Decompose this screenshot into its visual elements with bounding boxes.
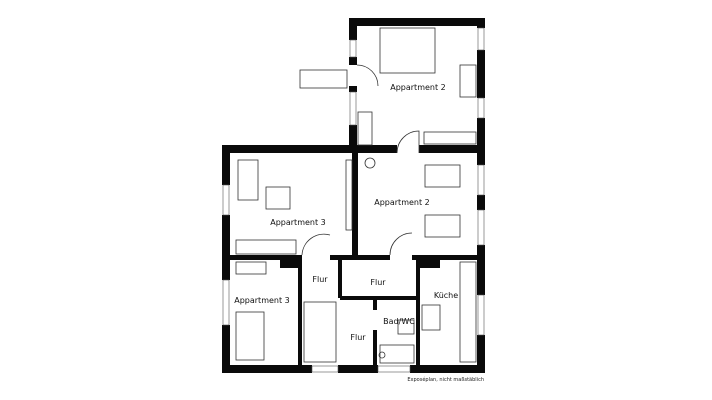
door [389, 232, 413, 256]
furniture [235, 27, 477, 364]
sideboard [235, 239, 297, 255]
sofa [424, 214, 461, 238]
bed [235, 311, 265, 361]
desk [235, 261, 267, 275]
room-label: Flur [370, 278, 386, 287]
toilet [378, 351, 386, 359]
door [396, 130, 420, 154]
sink [397, 319, 415, 335]
sofa [424, 164, 461, 188]
room-label: Appartment 2 [374, 198, 430, 207]
sideboard [423, 131, 477, 145]
footnote: Exposéplan, nicht maßstäblich [407, 376, 484, 383]
cabinet [459, 64, 477, 98]
shelf [345, 159, 353, 231]
room-label: Flur [312, 275, 328, 284]
room-label: Flur [350, 333, 366, 342]
double-bed [379, 27, 436, 74]
room-label: Bad/WC [383, 317, 415, 326]
room-label: Appartment 2 [390, 83, 446, 92]
staircase [303, 301, 337, 363]
outside-stairs [299, 69, 348, 89]
desk [357, 111, 373, 146]
room-label: Küche [434, 291, 458, 300]
room-label: Appartment 3 [234, 296, 290, 305]
walls [222, 18, 485, 373]
room-label: Appartment 3 [270, 218, 326, 227]
plant [364, 157, 376, 169]
sofa [237, 159, 259, 201]
windows [222, 27, 485, 373]
kitchen-counter [459, 261, 477, 363]
door [301, 233, 331, 256]
table [421, 304, 441, 331]
door [356, 64, 379, 87]
bathtub [379, 344, 415, 364]
table [265, 186, 291, 210]
room-labels: Appartment 2 Appartment 3 Appartment 2 F… [234, 83, 458, 342]
